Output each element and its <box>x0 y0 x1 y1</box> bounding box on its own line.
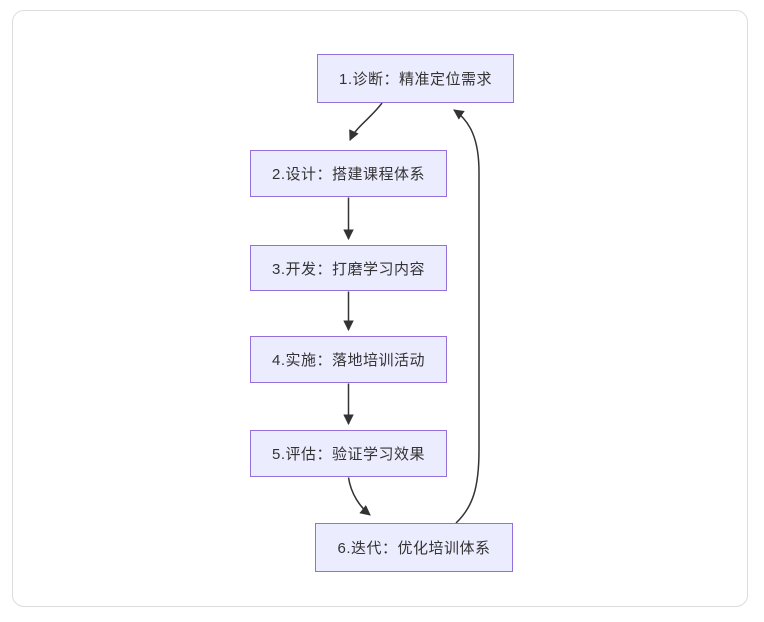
flow-node-6-iterate: 6.迭代：优化培训体系 <box>315 523 513 572</box>
flow-node-5-evaluate: 5.评估：验证学习效果 <box>250 430 447 477</box>
flow-node-label: 3.开发：打磨学习内容 <box>271 260 425 278</box>
flow-node-1-diagnose: 1.诊断：精准定位需求 <box>317 54 514 103</box>
flow-node-3-develop: 3.开发：打磨学习内容 <box>250 245 447 291</box>
flow-node-label: 6.迭代：优化培训体系 <box>337 540 491 557</box>
flow-node-label: 4.实施：落地培训活动 <box>271 352 425 369</box>
flow-node-4-implement: 4.实施：落地培训活动 <box>250 336 447 383</box>
flow-node-label: 1.诊断：精准定位需求 <box>338 71 492 88</box>
flow-node-2-design: 2.设计：搭建课程体系 <box>250 150 447 197</box>
flow-node-label: 2.设计：搭建课程体系 <box>271 166 425 183</box>
flow-node-label: 5.评估：验证学习效果 <box>271 446 425 463</box>
